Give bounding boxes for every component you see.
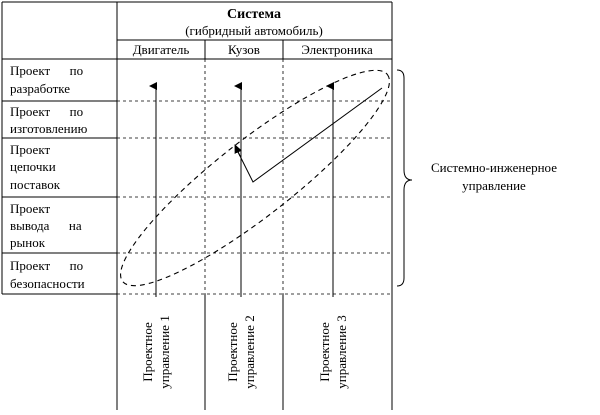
svg-text:вывода на: вывода на [10,218,82,233]
row-label-market-launch: Проект вывода на рынок [10,201,82,250]
svg-text:изготовлению: изготовлению [10,121,88,136]
svg-text:Проектное: Проектное [140,322,155,382]
brace-label-line2: управление [462,178,526,193]
svg-text:управление 3: управление 3 [334,315,349,388]
systems-engineering-path [235,87,383,183]
svg-text:управление 2: управление 2 [242,315,257,388]
svg-text:разработке: разработке [10,81,70,96]
svg-text:Проектное: Проектное [225,322,240,382]
svg-text:Проект по: Проект по [10,63,83,78]
bottom-label-pm-2: Проектное управление 2 [225,315,257,388]
right-curly-brace [396,69,413,287]
row-label-safety: Проект по безопасности [10,258,85,291]
row-label-supply-chain: Проект цепочки поставок [10,142,61,192]
bottom-label-pm-1: Проектное управление 1 [140,315,172,388]
system-title: Система [227,7,281,22]
row-label-development: Проект по разработке [10,63,83,96]
systems-engineering-ellipse [120,69,390,287]
bottom-label-pm-3: Проектное управление 3 [317,315,349,388]
svg-text:управление 1: управление 1 [157,315,172,388]
column-label-engine: Двигатель [133,42,190,57]
svg-text:Проект: Проект [10,201,50,216]
column-label-body: Кузов [228,42,260,57]
dashed-grid [117,59,392,295]
system-subtitle: (гибридный автомобиль) [185,23,323,38]
svg-text:Проект по: Проект по [10,258,83,273]
systems-engineering-arrowhead [234,144,242,157]
svg-text:рынок: рынок [10,235,46,250]
brace-label-line1: Системно-инженерное [431,160,557,175]
svg-text:цепочки: цепочки [10,159,56,174]
svg-text:безопасности: безопасности [10,276,85,291]
table-grid [1,1,393,410]
svg-text:Проект: Проект [10,142,50,157]
svg-text:Проект по: Проект по [10,104,83,119]
row-label-manufacturing: Проект по изготовлению [10,104,88,136]
svg-text:поставок: поставок [10,177,61,192]
column-label-electronics: Электроника [301,42,373,57]
svg-text:Проектное: Проектное [317,322,332,382]
